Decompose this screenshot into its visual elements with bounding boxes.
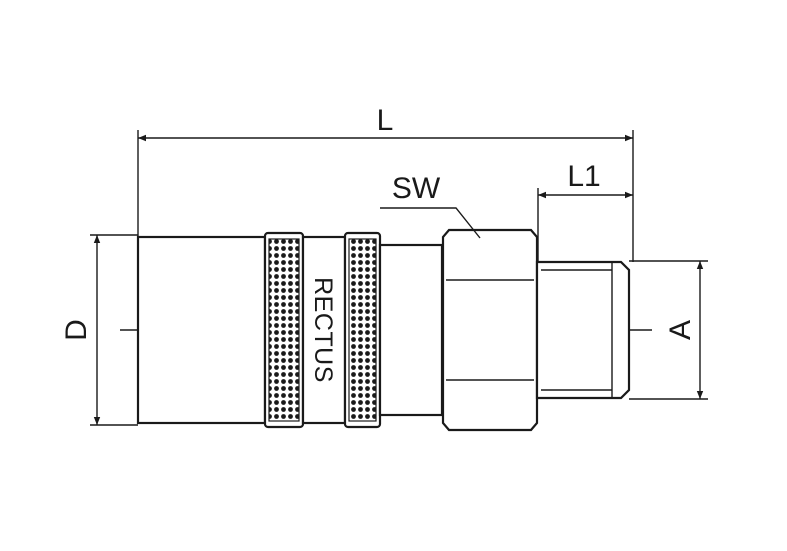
dimension-a <box>629 260 708 400</box>
brand-band <box>301 235 347 425</box>
dimension-l1 <box>537 188 633 262</box>
dimension-d <box>90 234 138 426</box>
neck-section <box>378 243 444 417</box>
dim-l-label: L <box>377 104 394 137</box>
knurled-ring-left-texture <box>268 238 300 422</box>
knurled-ring-right-texture <box>348 238 377 422</box>
brand-label: RECTUS <box>309 277 337 383</box>
dim-a-label: A <box>664 320 697 340</box>
sw-leader-line <box>380 207 481 239</box>
dimension-l <box>137 130 634 262</box>
coupling-body <box>136 228 631 432</box>
dim-d-label: D <box>60 319 93 341</box>
front-sleeve <box>136 235 267 425</box>
threaded-end <box>535 260 631 400</box>
hex-nut <box>441 228 539 432</box>
sw-label: SW <box>392 172 441 205</box>
dim-l1-label: L1 <box>567 160 600 193</box>
